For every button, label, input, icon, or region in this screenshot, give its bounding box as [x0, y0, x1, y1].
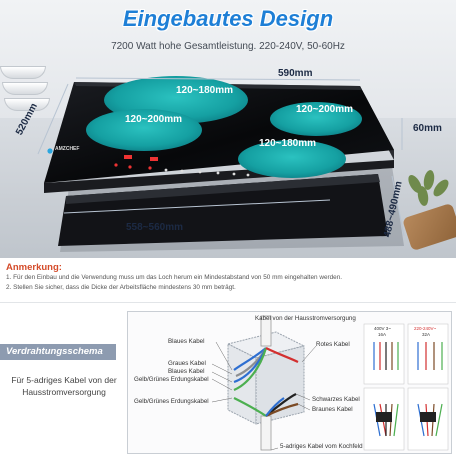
mini-voltage-2: 220-240V~	[414, 326, 437, 331]
mini-voltage-1: 400V 3~	[374, 326, 391, 331]
label-bottom-cable: 5-adriges Kabel vom Kochfeld	[280, 443, 363, 450]
label-blue-cable: Blaues Kabel	[168, 338, 205, 345]
notes-section: Anmerkung: 1. Für den Einbau und die Ver…	[6, 262, 452, 293]
mini-amps-1: 16A	[378, 332, 387, 337]
label-blue-cable-2: Blaues Kabel	[168, 368, 205, 375]
note-item: 1. Für den Einbau und die Verwendung mus…	[6, 274, 343, 281]
touch-control-panel	[114, 155, 250, 177]
label-yellow-green-cable: Gelb/Grünes Erdungskabel	[134, 376, 209, 383]
zone-label-front-right: 120~180mm	[259, 138, 316, 149]
dimension-cutout-width: 558~560mm	[126, 222, 183, 233]
wiring-diagram: Kabel von der Hausstromversorgung Blaues…	[127, 311, 452, 454]
cooking-zone-front-left	[86, 109, 202, 151]
hero-section: Eingebautes Design 7200 Watt hohe Gesamt…	[0, 0, 456, 258]
dimension-height: 60mm	[413, 123, 442, 134]
notes-heading: Anmerkung:	[6, 262, 62, 273]
zone-label-back-right: 120~200mm	[296, 104, 353, 115]
zone-label-back-left: 120~180mm	[176, 85, 233, 96]
cooktop-illustration	[37, 76, 405, 252]
wiring-tab: Verdrahtungsschema	[0, 344, 116, 360]
zone-label-front-left: 120~200mm	[125, 114, 182, 125]
section-divider	[0, 302, 456, 303]
page-subtitle: 7200 Watt hohe Gesamtleistung. 220-240V,…	[111, 41, 345, 52]
label-brown-cable: Braunes Kabel	[312, 406, 353, 413]
cooking-zone-front-right	[238, 140, 346, 178]
label-yellow-green-cable-2: Gelb/Grünes Erdungskabel	[134, 398, 209, 405]
dimension-width: 590mm	[278, 68, 313, 79]
mini-amps-2: 32A	[422, 332, 431, 337]
cooking-zone-back-right	[270, 102, 362, 136]
page-title: Eingebautes Design	[122, 6, 334, 31]
brand-logo: AMZCHEF	[55, 146, 80, 152]
mini-wiring-diagrams	[363, 323, 449, 451]
label-top-cable: Kabel von der Hausstromversorgung	[255, 315, 356, 322]
bowls-decoration	[0, 60, 60, 122]
note-item: 2. Stellen Sie sicher, dass die Dicke de…	[6, 284, 236, 291]
wiring-diagram-svg	[211, 315, 449, 451]
wiring-description: Für 5-adriges Kabel von der Hausstromver…	[11, 375, 117, 397]
label-grey-cable: Graues Kabel	[168, 360, 206, 367]
label-black-cable: Schwarzes Kabel	[312, 396, 360, 403]
label-red-cable: Rotes Kabel	[316, 341, 350, 348]
